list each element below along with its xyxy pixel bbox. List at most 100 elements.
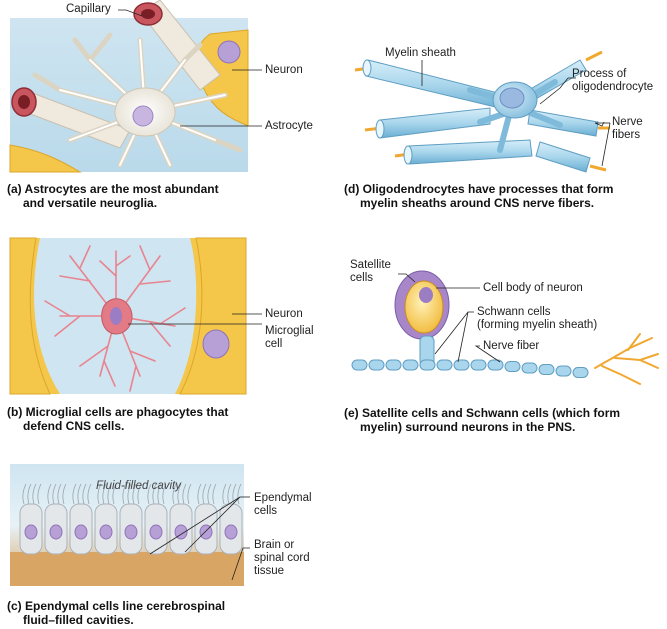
- nerve-fiber-label: Nerve fiber: [483, 340, 540, 352]
- ependymal-cell-row: [19, 503, 243, 555]
- microglia-illustration: [9, 237, 262, 395]
- cilium: [57, 483, 62, 505]
- schwann-label-2: (forming myelin sheath): [477, 319, 598, 331]
- ependymal-nucleus: [99, 524, 113, 540]
- cilium: [47, 483, 52, 505]
- ependymal-label-1: Ependymal: [254, 492, 312, 504]
- cilium: [162, 483, 167, 505]
- cilium: [212, 483, 217, 505]
- caption-e: (e) Satellite cells and Schwann cells (w…: [344, 406, 621, 434]
- schwann-cells-row: [351, 359, 589, 378]
- schwann-cell: [402, 359, 419, 371]
- astrocyte-nucleus: [132, 105, 154, 127]
- schwann-cell: [487, 359, 504, 371]
- cilium: [52, 483, 57, 505]
- cilium: [87, 483, 92, 505]
- cilium: [32, 483, 37, 505]
- ependymal-label-2: cells: [254, 505, 278, 517]
- oligodendrocyte-illustration: [354, 50, 611, 173]
- schwann-cell: [521, 362, 538, 374]
- brain-label-2: spinal cord: [254, 552, 310, 564]
- cilium: [22, 483, 27, 505]
- cilium: [62, 483, 67, 505]
- cilium: [137, 483, 142, 505]
- ependymal-nucleus: [124, 524, 138, 540]
- myelinated-fibers: [354, 50, 610, 173]
- cilium: [177, 483, 182, 505]
- satellite-leader-line: [398, 273, 416, 283]
- caption-d: (d) Oligodendrocytes have processes that…: [344, 182, 614, 210]
- cilium: [147, 483, 152, 505]
- ependymal-cilia: [22, 483, 242, 505]
- ependymal-leader-1: [149, 496, 241, 555]
- capillary-leader-line: [118, 9, 143, 17]
- ependymal-leader-2: [184, 496, 241, 553]
- caption-b: (b) Microglial cells are phagocytes that…: [7, 405, 229, 433]
- schwann-cell: [436, 359, 453, 371]
- cilium: [237, 483, 242, 505]
- cilium: [77, 483, 82, 505]
- cilium: [182, 483, 187, 505]
- neuron-cell-body: [404, 280, 444, 334]
- cilium: [97, 483, 102, 505]
- neuron-nucleus-b: [202, 329, 230, 359]
- schwann-cell: [368, 359, 385, 371]
- satellite-schwann-illustration: [351, 270, 659, 385]
- cilium: [27, 483, 32, 505]
- ependymal-nucleus: [149, 524, 163, 540]
- schwann-leader-line-2: [457, 311, 469, 363]
- myelin-sheath-label: Myelin sheath: [385, 47, 456, 59]
- schwann-label-1: Schwann cells: [477, 306, 551, 318]
- cilium: [72, 483, 77, 505]
- astrocyte-illustration: [9, 0, 262, 173]
- schwann-cell: [504, 361, 521, 372]
- nerve-fibers-label-2: fibers: [612, 129, 641, 141]
- schwann-cell: [351, 359, 368, 371]
- cilium: [107, 483, 112, 505]
- schwann-cell: [419, 359, 436, 371]
- ependymal-nucleus: [74, 524, 88, 540]
- schwann-cell: [572, 367, 589, 378]
- ependymal-nucleus: [24, 524, 38, 540]
- nerve-leader-line-2: [601, 122, 611, 167]
- schwann-leader-line-1: [434, 311, 474, 355]
- panel-satellite-schwann: Satellite cells Cell body of neuron Schw…: [340, 250, 667, 450]
- neuron-left: [9, 237, 51, 395]
- cell-body-label: Cell body of neuron: [483, 282, 583, 294]
- cilium: [222, 483, 227, 505]
- process-label-2: oligodendrocyte: [572, 81, 654, 93]
- nervefiber-leader-line: [474, 345, 501, 363]
- caption-c: (c) Ependymal cells line cerebrospinal f…: [7, 599, 226, 627]
- schwann-cell: [538, 364, 555, 375]
- brain-label-3: tissue: [254, 565, 285, 577]
- schwann-cell: [470, 359, 487, 371]
- cavity-label: Fluid-filled cavity: [96, 480, 181, 492]
- ependymal-nucleus: [49, 524, 63, 540]
- neuron-cell-nucleus: [419, 287, 433, 303]
- cilium: [152, 483, 157, 505]
- ependymal-nucleus: [224, 524, 238, 540]
- satellite-label-2: cells: [350, 272, 374, 284]
- schwann-cell: [555, 365, 572, 377]
- cilium: [202, 483, 207, 505]
- schwann-cell: [385, 359, 402, 371]
- astrocyte-label: Astrocyte: [265, 120, 313, 132]
- process-leader-line: [539, 77, 569, 105]
- cilium: [207, 483, 212, 505]
- cilium: [112, 483, 117, 505]
- axon-terminals: [594, 333, 659, 385]
- cilium: [37, 483, 42, 505]
- process-label-1: Process of: [572, 68, 627, 80]
- microglial-nucleus: [110, 307, 122, 325]
- brain-tissue: [10, 552, 244, 586]
- cilium: [132, 483, 137, 505]
- cilium: [127, 483, 132, 505]
- brain-label-1: Brain or: [254, 539, 295, 551]
- cilium: [227, 483, 232, 505]
- microglial-label-2: cell: [265, 338, 283, 350]
- microglial-label-1: Microglial: [265, 325, 314, 337]
- nerve-fibers-label-1: Nerve: [612, 116, 643, 128]
- tissue-leader-line: [231, 547, 250, 581]
- panel-astrocytes: Capillary Neuron Astrocyte (a) Astrocyte…: [0, 0, 330, 215]
- neuron-nucleus: [217, 40, 241, 64]
